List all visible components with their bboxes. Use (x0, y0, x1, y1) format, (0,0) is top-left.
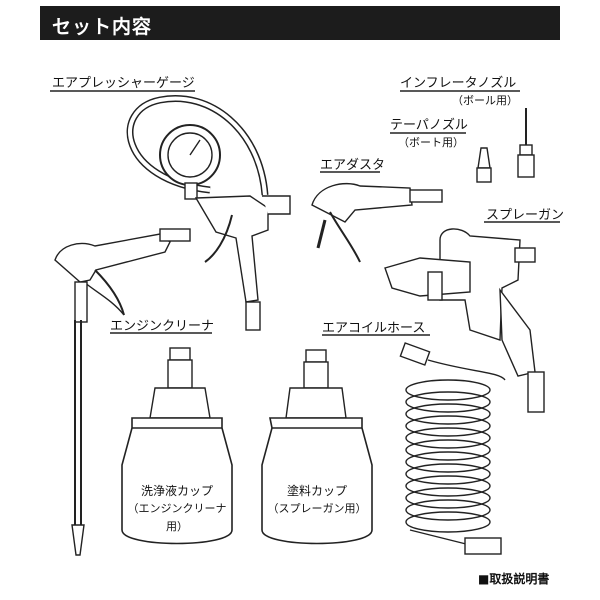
inflator-nozzle (517, 108, 535, 178)
wash-cup-name: 洗浄液カップ (140, 484, 213, 498)
label-air-coil-hose: エアコイルホース (322, 321, 426, 336)
header-bar: セット内容 (40, 6, 560, 40)
taper-nozzle (476, 147, 492, 183)
pressure-gauge-dial (159, 124, 221, 200)
wash-cup (121, 347, 233, 545)
paint-cup (261, 349, 373, 545)
paint-cup-name: 塗料カップ (286, 484, 347, 498)
label-engine-cleaner: エンジンクリーナ (110, 319, 215, 334)
label-air-duster: エアダスタ (320, 158, 386, 173)
label-taper-nozzle: テーパノズル (390, 118, 468, 133)
air-pressure-gauge-hose (126, 95, 269, 196)
air-pressure-gauge-gun (194, 195, 291, 331)
manual-label: ■取扱説明書 (478, 572, 550, 586)
wash-cup-label: 洗浄液カップ （エンジンクリーナ用） (122, 482, 232, 536)
air-duster (311, 182, 443, 263)
wash-cup-note: （エンジンクリーナ用） (127, 502, 227, 533)
page-title: セット内容 (52, 16, 153, 38)
air-coil-hose (399, 342, 506, 555)
label-spray-gun: スプレーガン (486, 208, 565, 223)
label-inflator-nozzle-note: （ボール用） (452, 94, 518, 107)
label-taper-nozzle-note: （ボート用） (398, 136, 464, 149)
label-air-pressure-gauge: エアプレッシャーゲージ (52, 76, 195, 91)
paint-cup-note: （スプレーガン用） (267, 502, 367, 515)
label-inflator-nozzle: インフレータノズル (400, 76, 517, 91)
paint-cup-label: 塗料カップ （スプレーガン用） (262, 482, 372, 518)
spray-gun (384, 228, 545, 413)
engine-cleaner-gun (54, 228, 191, 556)
